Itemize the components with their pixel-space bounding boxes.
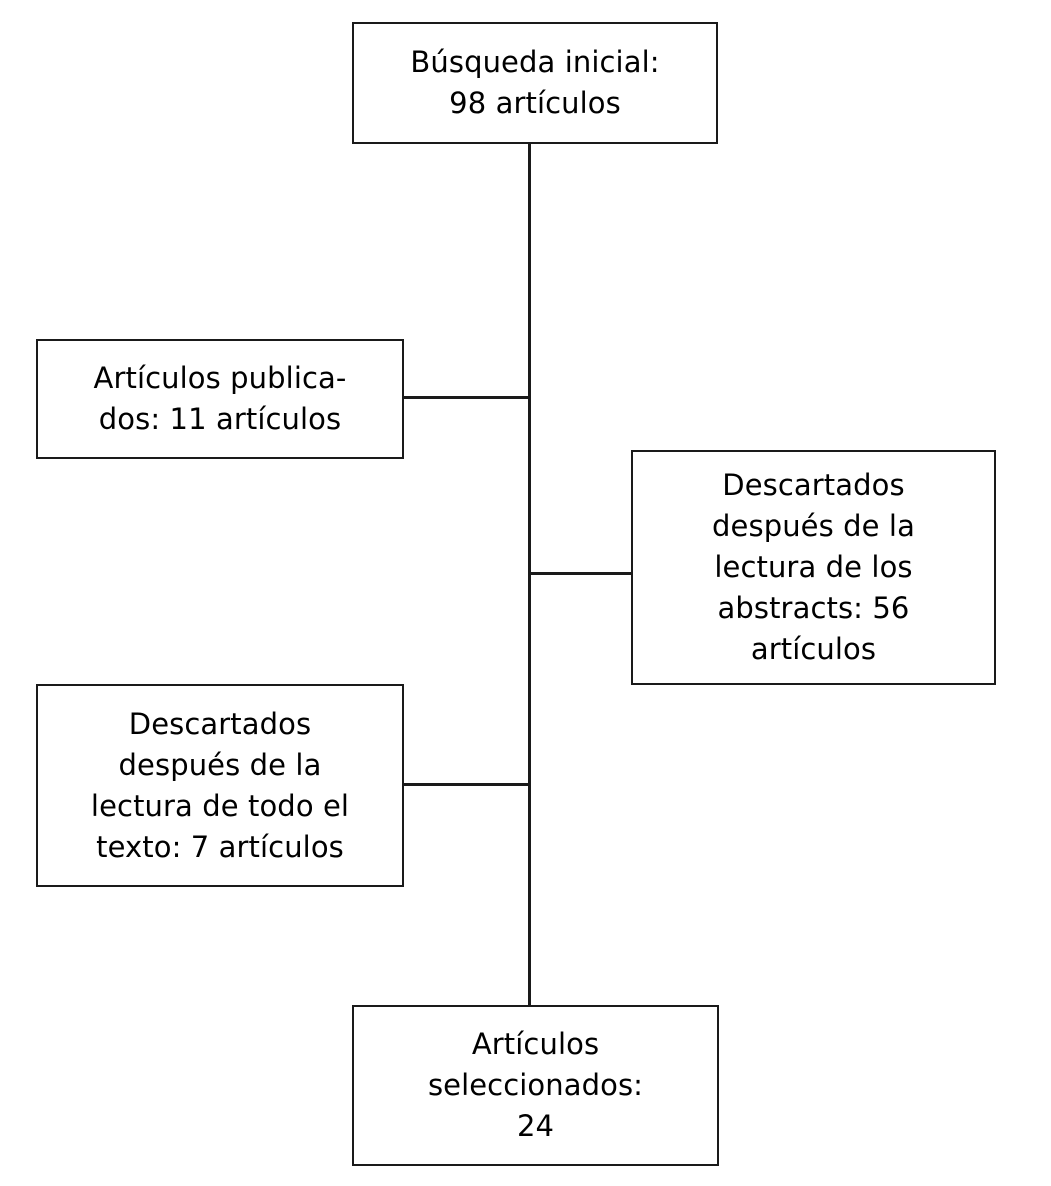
fulltext-excluded-label: Descartados después de la lectura de tod… (90, 706, 350, 864)
selected-articles-label: Artículos seleccionados: 24 (427, 1027, 644, 1143)
initial-search-label: Búsqueda inicial: 98 artículos (410, 45, 660, 120)
initial-search-box[interactable]: Búsqueda inicial: 98 artículos (352, 22, 718, 144)
abstract-excluded-label: Descartados después de la lectura de los… (712, 468, 915, 666)
published-articles-label: Artículos publica- dos: 11 artículos (93, 361, 347, 436)
fulltext-excluded-box[interactable]: Descartados después de la lectura de tod… (36, 684, 404, 887)
selected-articles-box[interactable]: Artículos seleccionados: 24 (352, 1005, 719, 1166)
published-articles-box[interactable]: Artículos publica- dos: 11 artículos (36, 339, 404, 459)
abstract-excluded-box[interactable]: Descartados después de la lectura de los… (631, 450, 996, 685)
